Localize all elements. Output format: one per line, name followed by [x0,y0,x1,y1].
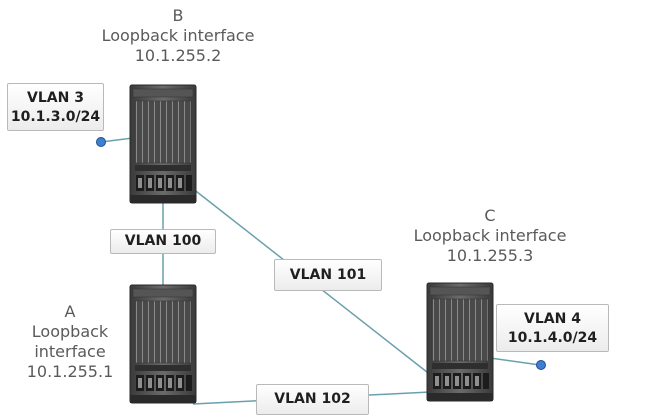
switch-a-loopback-title-line2: interface [34,342,106,361]
vlan-101-label: VLAN 101 [274,259,382,291]
switch-c-name: C [484,206,496,225]
switch-a [129,284,197,404]
link-vlan-3 [100,137,134,143]
vlan-3-subnet: 10.1.3.0/24 [10,109,101,125]
switch-a-loopback-title-line1: Loopback [31,322,109,341]
vlan-4-subnet: 10.1.4.0/24 [507,330,598,346]
vlan-3-name: VLAN 3 [27,90,84,106]
vlan-100-label: VLAN 100 [110,229,216,254]
switch-c [426,282,494,402]
switch-c-loopback-address: 10.1.255.3 [446,246,534,265]
vlan-4-port-dot [536,360,546,370]
switch-a-name: A [64,302,76,321]
switch-b-name: B [172,6,184,25]
vlan-3-port-dot [96,137,106,147]
link-vlan-4 [489,357,541,366]
switch-a-label: A Loopback interface 10.1.255.1 [10,302,130,382]
switch-b-label: B Loopback interface 10.1.255.2 [80,6,276,66]
vlan-102-label: VLAN 102 [256,384,369,415]
vlan-4-name: VLAN 4 [524,311,581,327]
vlan-4-box: VLAN 4 10.1.4.0/24 [496,304,609,352]
switch-c-label: C Loopback interface 10.1.255.3 [392,206,588,266]
switch-b-loopback-title: Loopback interface [101,26,255,45]
switch-c-loopback-title: Loopback interface [413,226,567,245]
switch-b [129,84,197,204]
vlan-3-box: VLAN 3 10.1.3.0/24 [7,83,104,131]
switch-a-loopback-address: 10.1.255.1 [26,362,114,381]
switch-b-loopback-address: 10.1.255.2 [134,46,222,65]
